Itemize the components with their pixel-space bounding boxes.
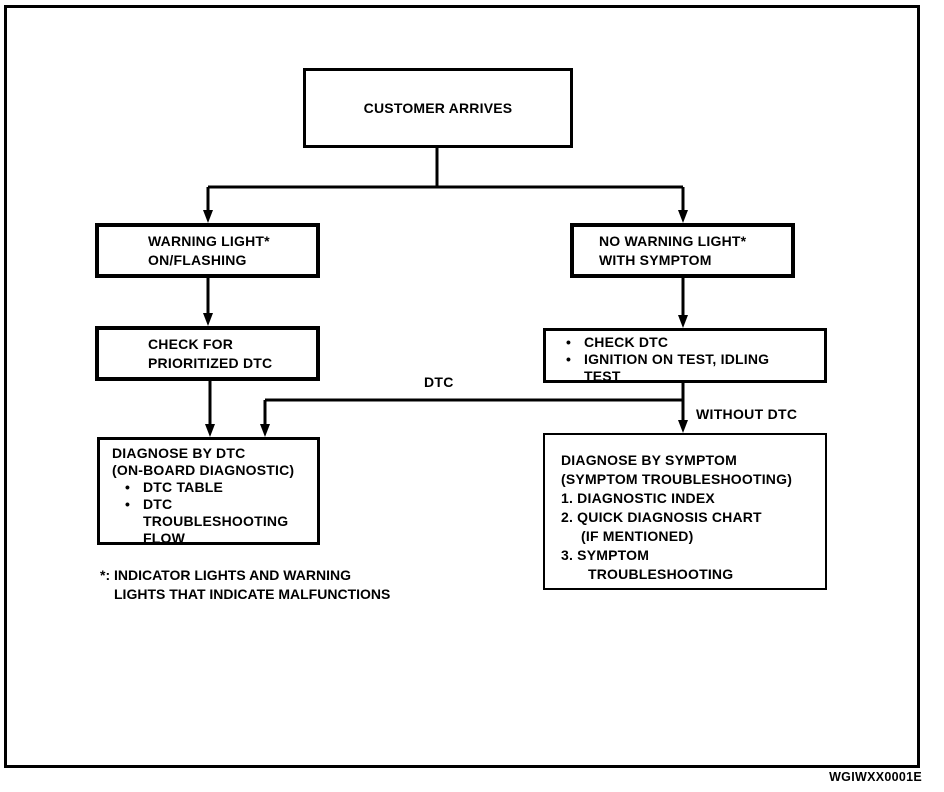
node-label-line: CHECK FOR	[148, 335, 234, 352]
continuation-line: TROUBLESHOOTING	[143, 513, 289, 529]
numbered-line: 3. SYMPTOM	[561, 547, 650, 563]
arrow-down-icon	[678, 210, 688, 223]
bullet-icon: •	[125, 479, 131, 495]
bullet-text: DTC TABLE	[143, 479, 224, 495]
numbered-line: 1. DIAGNOSTIC INDEX	[561, 490, 715, 506]
node-label-line: NO WARNING LIGHT*	[599, 232, 747, 249]
node-label-line: (ON-BOARD DIAGNOSTIC)	[112, 462, 295, 478]
diagram-border	[4, 5, 920, 768]
node-label-line: (SYMPTOM TROUBLESHOOTING)	[561, 471, 793, 487]
bullet-icon: •	[125, 496, 131, 512]
bullet-icon: •	[566, 334, 572, 350]
bullet-text: DTC	[143, 496, 173, 512]
node-check-dtc-tests: • CHECK DTC • IGNITION ON TEST, IDLING T…	[543, 328, 827, 384]
bullet-line: • DTC	[112, 496, 313, 513]
footnote-line: *: INDICATOR LIGHTS AND WARNING	[100, 567, 351, 583]
arrow-down-icon	[205, 424, 215, 437]
node-no-warning-light: NO WARNING LIGHT* WITH SYMPTOM	[570, 223, 795, 278]
numbered-line: 2. QUICK DIAGNOSIS CHART	[561, 509, 762, 525]
node-diagnose-by-symptom: DIAGNOSE BY SYMPTOM (SYMPTOM TROUBLESHOO…	[543, 433, 827, 590]
bullet-text: IGNITION ON TEST, IDLING	[584, 351, 770, 367]
continuation-line: (IF MENTIONED)	[581, 528, 694, 544]
node-label-line: WITH SYMPTOM	[599, 251, 712, 268]
node-warning-light: WARNING LIGHT* ON/FLASHING	[95, 223, 320, 278]
node-label-line: PRIORITIZED DTC	[148, 354, 273, 371]
node-label-line: ON/FLASHING	[148, 251, 247, 268]
continuation-line: TEST	[584, 368, 621, 384]
edge-label-without-dtc: WITHOUT DTC	[696, 406, 798, 422]
footnote-line: LIGHTS THAT INDICATE MALFUNCTIONS	[114, 586, 391, 602]
bullet-line: • CHECK DTC	[566, 334, 820, 351]
node-label-line: WARNING LIGHT*	[148, 232, 270, 249]
arrow-down-icon	[678, 315, 688, 328]
bullet-text: CHECK DTC	[584, 334, 669, 350]
edge-label-dtc: DTC	[424, 374, 454, 390]
bullet-icon: •	[566, 351, 572, 367]
node-label: CUSTOMER ARRIVES	[363, 99, 513, 116]
node-label-line: DIAGNOSE BY SYMPTOM	[561, 452, 737, 468]
arrow-down-icon	[260, 424, 270, 437]
arrow-down-icon	[678, 420, 688, 433]
footnote: *: INDICATOR LIGHTS AND WARNING LIGHTS T…	[100, 566, 390, 604]
bullet-line: • IGNITION ON TEST, IDLING	[566, 351, 820, 368]
node-check-prioritized-dtc: CHECK FOR PRIORITIZED DTC	[95, 326, 320, 381]
node-customer-arrives: CUSTOMER ARRIVES	[303, 68, 573, 148]
continuation-line: FLOW	[143, 530, 186, 546]
continuation-line: TROUBLESHOOTING	[588, 566, 734, 582]
node-label-line: DIAGNOSE BY DTC	[112, 445, 246, 461]
arrow-down-icon	[203, 210, 213, 223]
bullet-line: • DTC TABLE	[112, 479, 313, 496]
node-diagnose-by-dtc: DIAGNOSE BY DTC (ON-BOARD DIAGNOSTIC) • …	[97, 437, 320, 546]
figure-code: WGIWXX0001E	[829, 770, 922, 784]
arrow-down-icon	[203, 313, 213, 326]
